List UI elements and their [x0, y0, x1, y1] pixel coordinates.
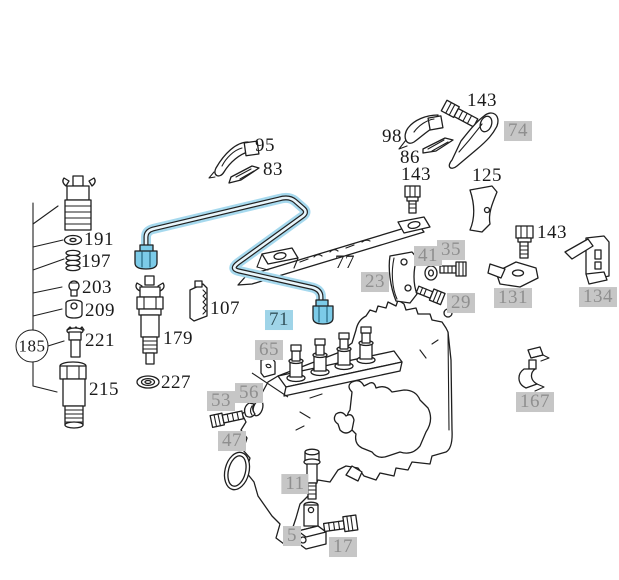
bracket-77-drawing: [237, 185, 431, 286]
pipe-union-nut-left: [134, 244, 158, 270]
part-label-23[interactable]: 23: [361, 272, 389, 292]
part-label-98[interactable]: 98: [382, 126, 402, 148]
part-label-83[interactable]: 83: [263, 159, 283, 181]
part-label-35[interactable]: 35: [437, 240, 465, 260]
part-label-86[interactable]: 86: [400, 147, 420, 169]
part-label-65[interactable]: 65: [255, 340, 283, 360]
part-label-167[interactable]: 167: [516, 392, 554, 412]
part-label-197[interactable]: 197: [81, 251, 111, 273]
bolt-143-right-drawing: [515, 225, 534, 259]
bolt-17-drawing: [322, 514, 359, 533]
part-label-143-right[interactable]: 143: [537, 222, 567, 244]
part-label-203[interactable]: 203: [82, 277, 112, 299]
part-label-125[interactable]: 125: [472, 165, 502, 187]
part-label-107[interactable]: 107: [210, 298, 240, 320]
injector-holder-drawing: [59, 361, 87, 429]
part-label-53[interactable]: 53: [207, 391, 235, 411]
part-label-191[interactable]: 191: [84, 229, 114, 251]
pipe-union-nut-right: [312, 299, 334, 325]
part-label-221[interactable]: 221: [85, 330, 115, 352]
fuel-pipe-71-drawing: [134, 192, 334, 325]
clamp-83-drawing: [228, 165, 260, 184]
bracket-134-drawing: [564, 235, 610, 285]
bracket-125-drawing: [469, 185, 498, 233]
bracket-74-drawing: [448, 112, 499, 169]
engine-block-drawing: [240, 299, 453, 545]
part-label-71[interactable]: 71: [265, 310, 293, 330]
bolt-143-mid-drawing: [404, 185, 421, 214]
fitting-5-drawing: [297, 501, 327, 550]
part-label-56[interactable]: 56: [235, 383, 263, 403]
part-label-41[interactable]: 41: [414, 246, 442, 266]
injector-complete-drawing: [62, 175, 96, 231]
injector-explosion-drawing: [32, 175, 96, 429]
bracket-23-drawing: [388, 251, 418, 304]
part-label-227[interactable]: 227: [161, 372, 191, 394]
clamp-86-drawing: [422, 137, 454, 154]
part-label-185[interactable]: 185: [15, 329, 49, 363]
bolt-29-drawing: [415, 285, 446, 306]
clamp-107-drawing: [189, 280, 208, 322]
delivery-valves-drawing: [286, 326, 376, 383]
part-label-134[interactable]: 134: [579, 287, 617, 307]
seal-47-drawing: [223, 451, 251, 491]
stud-11-drawing: [303, 448, 321, 500]
spring-drawing: [65, 249, 81, 272]
part-label-215[interactable]: 215: [89, 379, 119, 401]
part-label-17[interactable]: 17: [329, 537, 357, 557]
bracket-131-drawing: [487, 261, 539, 288]
part-label-74[interactable]: 74: [504, 121, 532, 141]
part-label-11[interactable]: 11: [281, 474, 309, 494]
block-65-drawing: [260, 357, 276, 378]
part-label-29[interactable]: 29: [447, 293, 475, 313]
washer-41-drawing: [424, 265, 438, 281]
part-label-131[interactable]: 131: [494, 288, 532, 308]
part-label-179[interactable]: 179: [163, 328, 193, 350]
bolt-35-drawing: [439, 261, 467, 277]
part-label-209[interactable]: 209: [85, 300, 115, 322]
part-label-5[interactable]: 5: [283, 526, 301, 546]
clamp-95-drawing: [208, 140, 260, 179]
clamp-98-drawing: [398, 114, 444, 150]
part-label-95[interactable]: 95: [255, 135, 275, 157]
part-label-77[interactable]: 77: [335, 252, 355, 274]
part-label-143-mid[interactable]: 143: [401, 164, 431, 186]
injector-179-drawing: [135, 275, 165, 389]
clip-56-drawing: [243, 402, 256, 418]
part-label-47[interactable]: 47: [218, 431, 246, 451]
bolt-53-drawing: [209, 410, 245, 429]
clips-167-drawing: [518, 346, 550, 392]
part-label-143-top[interactable]: 143: [467, 90, 497, 112]
